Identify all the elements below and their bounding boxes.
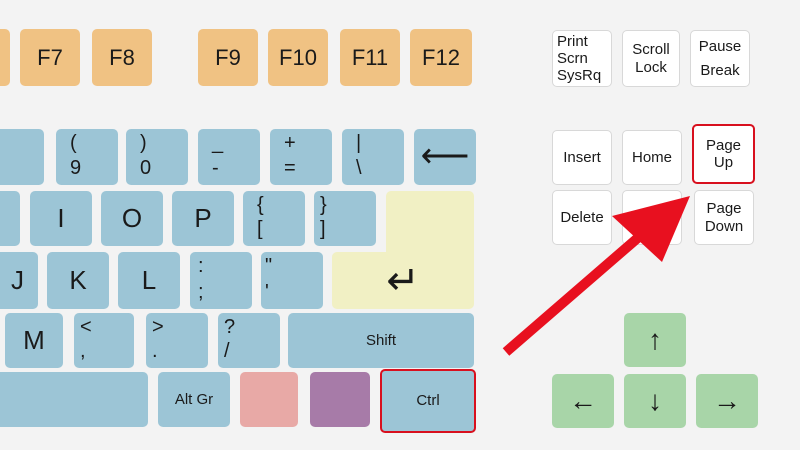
key-right-brace[interactable]: } ] [314,191,376,246]
backspace-key[interactable]: ⟵ [414,129,476,185]
delete-key[interactable]: Delete [552,190,612,245]
key-left-brace-shift: { [257,194,264,216]
pause-break-key[interactable]: Pause Break [690,30,750,87]
key-backslash-base: \ [356,157,362,179]
print-screen-key[interactable]: Print Scrn SysRq [552,30,612,87]
page-down-line2: Down [704,217,744,235]
key-right-brace-base: ] [320,218,326,240]
key-m[interactable]: M [5,313,63,368]
key-left-brace-base: [ [257,218,263,240]
key-slash-shift: ? [224,316,236,338]
key-0[interactable]: ) 0 [126,129,188,185]
right-shift-key[interactable]: Shift [288,313,474,368]
ctrl-key[interactable]: Ctrl [380,369,476,433]
key-quote-base: ' [265,281,269,303]
pause-line2: Break [700,61,740,79]
arrow-down-key[interactable]: ↓ [624,374,686,428]
key-period-shift: > [152,316,164,338]
key-minus-base: - [212,157,219,179]
scroll-lock-key[interactable]: Scroll Lock [622,30,680,87]
key-slash[interactable]: ? / [218,313,280,368]
key-quote[interactable]: " ' [261,252,323,309]
f9-key[interactable]: F9 [198,29,258,86]
u-key-partial [0,191,20,246]
arrow-left-key[interactable]: ← [552,374,614,428]
arrow-right-key[interactable]: → [696,374,758,428]
page-up-key[interactable]: Page Up [692,124,755,184]
key-j[interactable]: J [0,252,38,309]
print-screen-line1: Print [557,32,588,50]
key-minus-shift: _ [212,132,224,154]
key-9[interactable]: ( 9 [56,129,118,185]
key-right-brace-shift: } [320,194,327,216]
arrow-right-icon: → [713,384,741,416]
key-0-shift: ) [140,132,147,154]
scroll-lock-line1: Scroll [632,41,670,59]
f12-key[interactable]: F12 [410,29,472,86]
arrow-up-key[interactable]: ↑ [624,313,686,367]
f10-key[interactable]: F10 [268,29,328,86]
arrow-up-icon: ↑ [648,323,662,355]
key-left-brace[interactable]: { [ [243,191,305,246]
enter-key-top[interactable] [386,191,474,261]
key-comma-base: , [80,340,86,362]
page-down-key[interactable]: Page Down [694,190,754,245]
pause-line1: Pause [698,38,742,56]
insert-key[interactable]: Insert [552,130,612,185]
key-backslash[interactable]: | \ [342,129,404,185]
f11-key[interactable]: F11 [340,29,400,86]
key-p[interactable]: P [172,191,234,246]
arrow-down-icon: ↓ [648,384,662,416]
key-o[interactable]: O [101,191,163,246]
insert-label: Insert [563,148,601,166]
space-bar-key[interactable] [0,372,148,427]
key-comma[interactable]: < , [74,313,134,368]
key-semicolon-base: ; [198,281,204,303]
key-0-base: 0 [140,157,152,179]
scroll-lock-line2: Lock [635,58,667,76]
key-equals-base: = [284,157,296,179]
enter-key[interactable]: ↵ [332,252,474,309]
key-9-shift: ( [70,132,77,154]
page-down-line1: Page [706,200,742,218]
windows-key[interactable] [240,372,298,427]
page-up-line1: Page [705,136,742,154]
key-k[interactable]: K [47,252,109,309]
end-key[interactable] [622,190,682,245]
alt-gr-key[interactable]: Alt Gr [158,372,230,427]
home-key[interactable]: Home [622,130,682,185]
key-minus[interactable]: _ - [198,129,260,185]
enter-arrow-icon: ↵ [386,258,420,303]
print-screen-line2: Scrn [557,49,588,67]
key-equals[interactable]: + = [270,129,332,185]
page-up-line2: Up [713,154,734,171]
print-screen-line3: SysRq [557,67,602,85]
key-slash-base: / [224,340,230,362]
arrow-left-icon: ← [569,384,597,416]
f8-key[interactable]: F8 [92,29,152,86]
backspace-arrow-icon: ⟵ [420,137,470,176]
key-9-base: 9 [70,157,82,179]
key-quote-shift: " [265,255,273,277]
key-backslash-shift: | [356,132,362,154]
key-period[interactable]: > . [146,313,208,368]
menu-key[interactable] [310,372,370,427]
number-key-partial [0,129,44,185]
key-equals-shift: + [284,132,296,154]
key-comma-shift: < [80,316,92,338]
key-i[interactable]: I [30,191,92,246]
f7-key[interactable]: F7 [20,29,80,86]
key-period-base: . [152,340,158,362]
key-l[interactable]: L [118,252,180,309]
f6-key-partial [0,29,10,86]
key-semicolon-shift: : [198,255,204,277]
delete-label: Delete [560,208,604,226]
home-label: Home [631,148,672,166]
key-semicolon[interactable]: : ; [190,252,252,309]
